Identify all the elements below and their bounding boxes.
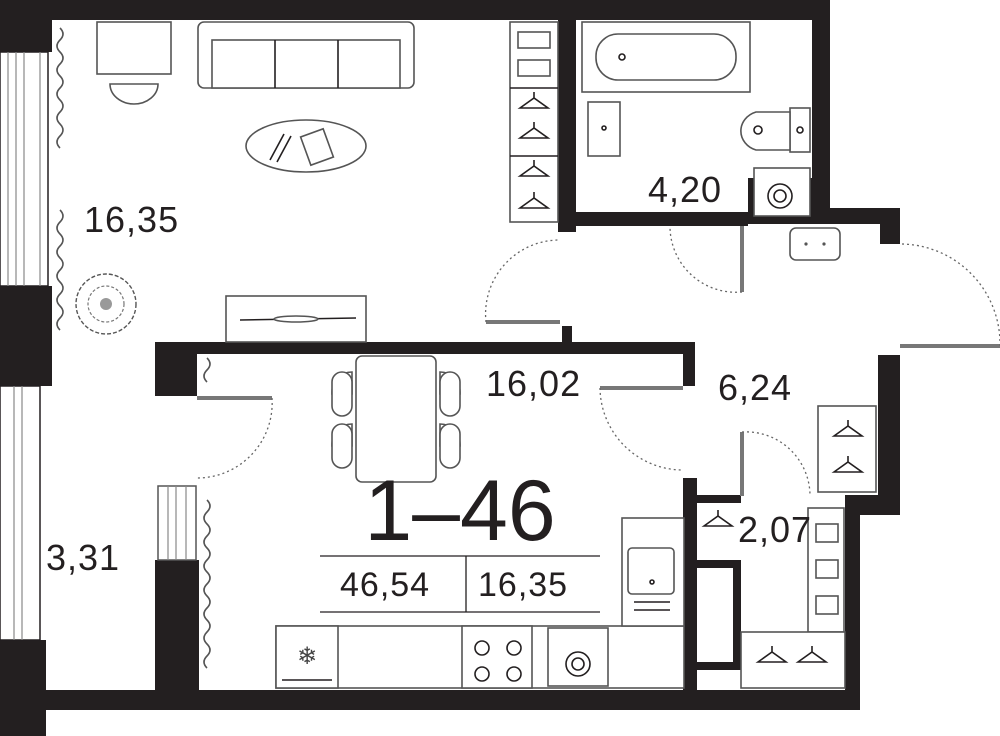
fridge-icon: ❄ [275, 625, 339, 689]
dining-table-icon [331, 355, 461, 483]
wardrobe-room-icon [701, 507, 846, 689]
plant-icon [75, 273, 137, 335]
hallway-area: 6,24 [718, 367, 792, 408]
hall-sink-icon [789, 227, 841, 261]
tv-stand-icon [225, 295, 367, 343]
room-labels: 16,35 4,20 16,02 6,24 2,07 3,31 [46, 169, 812, 578]
balcony-area: 3,31 [46, 537, 120, 578]
coffee-table-icon [245, 119, 367, 173]
wardrobe-area: 2,07 [738, 509, 812, 550]
living-area: 16,35 [478, 566, 568, 604]
svg-text:❄: ❄ [297, 642, 317, 670]
dishwasher-icon [547, 627, 609, 687]
doors [196, 225, 1000, 497]
curtains [56, 27, 211, 669]
wardrobe-unit-icon [509, 21, 559, 223]
apartment-number: 1–46 [364, 463, 555, 559]
sink-icon [587, 101, 621, 157]
total-area: 46,54 [340, 566, 430, 604]
armchair-icon [96, 21, 172, 105]
windows [0, 51, 197, 641]
bathtub-icon [581, 21, 751, 93]
kitchen-sink-icon [627, 547, 675, 611]
kitchen-area: 16,02 [486, 363, 581, 404]
washing-machine-icon [753, 167, 811, 217]
stove-icon [461, 625, 533, 689]
sofa-icon [197, 21, 415, 89]
bathroom-area: 4,20 [648, 169, 722, 210]
living-room-area: 16,35 [84, 199, 179, 240]
apartment-info: 1–46 46,54 16,35 [320, 463, 600, 613]
hall-closet-icon [817, 405, 877, 493]
toilet-icon [740, 107, 811, 153]
